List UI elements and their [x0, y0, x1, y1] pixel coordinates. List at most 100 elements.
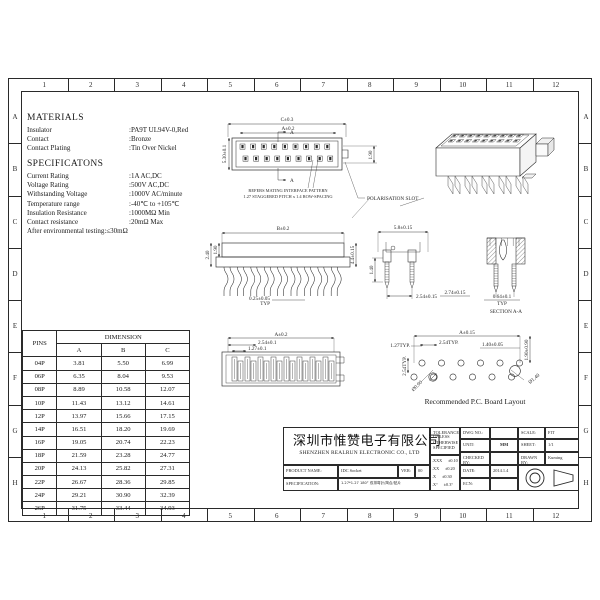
cell-b: 23.28 [100, 448, 146, 463]
cell-b: 33.44 [100, 501, 146, 516]
ruler-row-H: H [583, 478, 589, 487]
dimension-table-col-C: C [144, 343, 191, 358]
materials-value: :Tin Over Nickel [129, 144, 177, 153]
materials-value: :PA9T UL94V-0,Red [129, 126, 189, 134]
cell-a: 31.75 [56, 501, 102, 516]
tolerance-row: .XXX±0.10 [432, 458, 458, 463]
tolerance-value: ±0.20 [445, 466, 455, 471]
ruler-tick [579, 143, 592, 145]
spec-row: After environmental testing:≤30mΩ [27, 227, 182, 236]
cell-a: 16.51 [56, 422, 102, 437]
cell-c: 9.53 [144, 369, 191, 384]
materials-value: :Bronze [129, 135, 152, 144]
spec-value: :20mΩ Max [129, 218, 164, 227]
tolerance-label-3: OTHERWISE [433, 439, 459, 445]
ruler-tick [8, 247, 21, 249]
ruler-tick [579, 404, 592, 406]
ruler-tick [67, 78, 69, 91]
unit-value: MM [500, 441, 509, 447]
ruler-tick [579, 352, 592, 354]
ver-value-cell: 00 [415, 465, 430, 478]
unit-label: UNIT: [463, 441, 475, 447]
ruler-tick [8, 195, 21, 197]
cell-b: 13.12 [100, 395, 146, 411]
ruler-col-10: 10 [459, 512, 467, 520]
ruler-tick [393, 509, 394, 522]
ruler-col-6: 6 [275, 512, 279, 520]
cell-a: 24.13 [56, 461, 102, 477]
ruler-col-7: 7 [321, 512, 326, 520]
ruler-col-4: 4 [182, 512, 186, 520]
ruler-tick [253, 509, 255, 522]
date-value-cell: 2014.1.4 [490, 465, 518, 478]
tolerance-label-1: TOLERANCE [433, 429, 460, 435]
cell-c: 32.39 [144, 488, 191, 503]
ruler-col-12: 12 [552, 81, 560, 89]
cell-pins: 26P [21, 501, 58, 516]
ruler-col-6: 6 [275, 81, 279, 89]
spec-value: :1A AC,DC [129, 172, 162, 180]
ruler-col-8: 8 [368, 81, 372, 89]
materials-block: MATERIALS Insulator:PA9T UL94V-0,Red Con… [27, 113, 188, 154]
cell-c: 24.77 [144, 448, 191, 463]
scale-value-cell: FIT [545, 427, 579, 439]
spec-label: Withstanding Voltage [27, 190, 88, 199]
ecn-label-cell: ECN: [460, 478, 490, 491]
ruler-row-E: E [12, 322, 18, 331]
ruler-tick [346, 509, 348, 522]
specifications-heading: SPECIFICATONS [27, 159, 104, 169]
spec-label: After environmental testing:≤30mΩ [27, 227, 128, 236]
ecn-value-cell [490, 478, 518, 491]
product-name-label: PRODUCT NAME: [286, 467, 322, 473]
cell-a: 3.81 [56, 356, 102, 371]
ruler-tick [532, 78, 534, 91]
projection-symbol-cell [518, 465, 579, 491]
ruler-col-3: 3 [135, 81, 140, 89]
ruler-col-10: 10 [459, 81, 467, 89]
product-name-value: IDC Socket [341, 467, 362, 473]
ruler-tick [207, 509, 208, 522]
ruler-col-2: 2 [89, 512, 93, 520]
ruler-row-F: F [584, 374, 588, 383]
cell-c: 22.23 [144, 435, 191, 450]
spec-value: :500V AC,DC [129, 181, 169, 190]
spec-label: Current Rating [27, 172, 69, 180]
spec-row: Withstanding Voltage:1000V AC/minute [27, 190, 182, 199]
ruler-row-G: G [12, 426, 18, 435]
spec-row: Current Rating :1A AC,DC [27, 172, 182, 181]
cell-c: 19.69 [144, 422, 191, 437]
ruler-row-F: F [13, 374, 17, 383]
ruler-tick [8, 300, 21, 301]
date-label: DATE: [463, 467, 476, 473]
spec-value: :-40℃ to +105℃ [129, 199, 180, 208]
ruler-row-A: A [12, 113, 18, 122]
company-cell [283, 427, 430, 465]
date-value: 2014.1.4 [493, 467, 509, 473]
spec-row: Insulation Resistance:1000MΩ Min [27, 209, 182, 218]
cell-c: 27.31 [144, 461, 191, 477]
cell-a: 13.97 [56, 409, 102, 424]
ruler-tick [8, 404, 21, 406]
ruler-tick [114, 509, 115, 522]
sheet-value-cell: 1/1 [545, 439, 579, 452]
dimension-table-pins-header: PINS [21, 329, 58, 358]
ruler-row-E: E [583, 322, 589, 331]
scale-label: SCALE: [521, 429, 537, 435]
scale-label-cell: SCALE: [518, 427, 545, 439]
date-label-cell: DATE: [460, 465, 490, 478]
ruler-tick [346, 78, 348, 91]
product-name-label-cell: PRODUCT NAME: [283, 465, 338, 478]
cell-b: 30.90 [100, 488, 146, 503]
ruler-tick [579, 456, 592, 458]
ruler-col-4: 4 [182, 81, 186, 89]
unit-label-cell: UNIT: [460, 439, 490, 452]
materials-row: Contact:Bronze [27, 135, 188, 144]
cell-b: 15.66 [100, 409, 146, 424]
dimension-table-col-B: B [100, 343, 146, 358]
ruler-row-B: B [583, 165, 589, 174]
dwg-no-label: DWG NO.: [463, 429, 484, 435]
specification-value: 1.27*1.27 180° 双排弯针/简合/贴片 [341, 480, 401, 485]
